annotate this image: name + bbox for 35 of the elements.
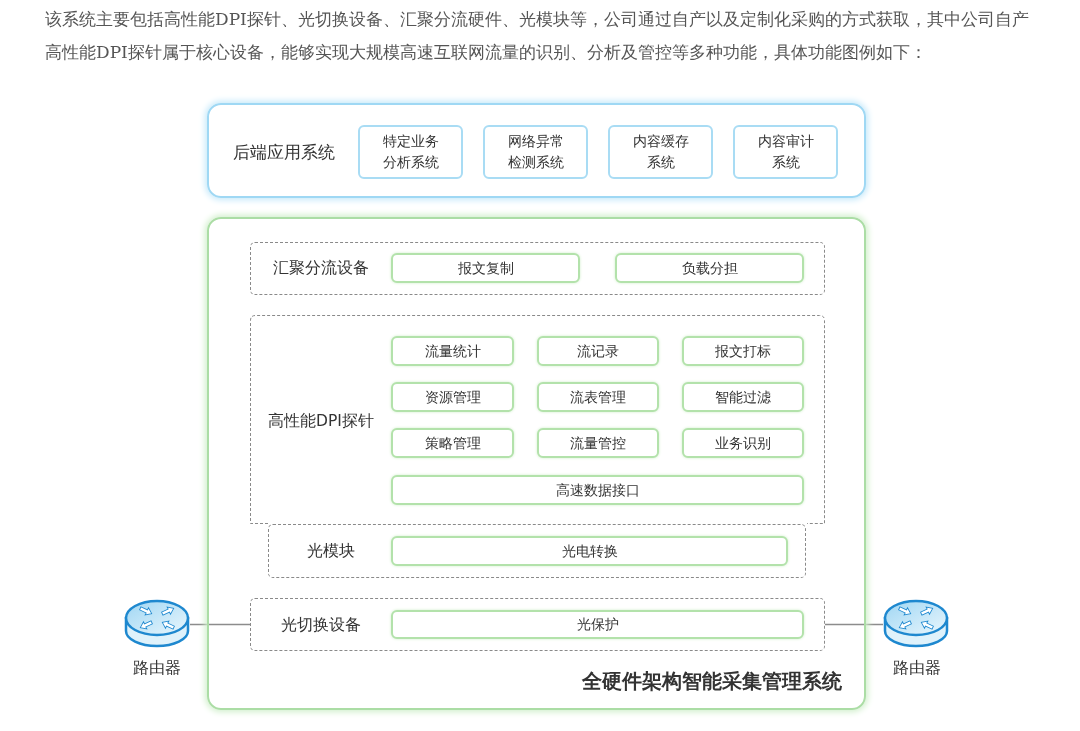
connector-line [189,623,251,626]
router-label: 路由器 [132,657,182,679]
function-box: 高速数据接口 [391,475,804,505]
group-label: 光模块 [307,541,355,562]
function-box: 网络异常检测系统 [483,125,588,179]
group-label: 汇聚分流设备 [273,258,369,279]
router-label: 路由器 [891,657,942,679]
function-box: 内容审计系统 [733,125,838,179]
dashed-group [268,524,806,578]
function-box: 内容缓存系统 [608,125,713,179]
panel-title: 后端应用系统 [233,141,335,164]
function-box: 流量统计 [391,336,514,366]
group-label: 高性能DPI探针 [268,411,374,432]
function-box: 策略管理 [391,428,514,458]
function-box: 业务识别 [682,428,804,458]
system-panel [207,217,866,710]
function-box: 报文打标 [682,336,804,366]
function-box: 流表管理 [537,382,659,412]
dashed-group [250,315,825,524]
intro-paragraph: 该系统主要包括高性能DPI探针、光切换设备、汇聚分流硬件、光模块等，公司通过自产以及定制化采购的方式获取，其中公司自产高性能DPI探针属于核心设备，能够实现大规模高速互联网流量的识别、分析及管控等多种功能，具体功能图例如下： [45,8,1030,64]
system-panel [207,103,866,198]
function-box: 流量管控 [537,428,659,458]
function-box: 负载分担 [615,253,804,283]
function-box: 光电转换 [391,536,788,566]
function-box: 光保护 [391,610,804,639]
dashed-group [250,242,825,295]
function-box: 流记录 [537,336,659,366]
dashed-group [250,598,825,651]
function-box: 报文复制 [391,253,580,283]
group-label: 光切换设备 [281,615,361,636]
function-box: 智能过滤 [682,382,804,412]
connector-line [824,623,884,626]
panel-title: 全硬件架构智能采集管理系统 [582,669,842,693]
function-box: 特定业务分析系统 [358,125,463,179]
function-box: 资源管理 [391,382,514,412]
